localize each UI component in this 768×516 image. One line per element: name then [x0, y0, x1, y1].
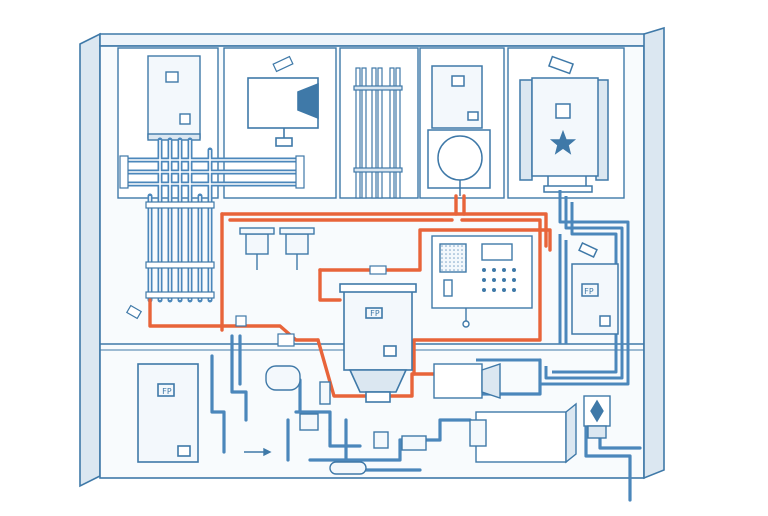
- control-box-top-left: [147, 55, 201, 141]
- diamond-icon: [590, 399, 604, 423]
- vertical-conduits: [353, 67, 403, 199]
- blue-pipe-bundle-outline: [124, 140, 300, 300]
- star-icon: [549, 129, 577, 155]
- gauge-unit: [427, 65, 491, 196]
- lower-left-cabinet: FP: [137, 363, 199, 463]
- main-tank: FP: [339, 283, 417, 403]
- upper-right-panel-label: FP: [584, 287, 594, 296]
- red-pipe-network: [148, 194, 552, 398]
- right-cabinet: FP: [571, 241, 619, 335]
- red-pipe-fittings: [235, 265, 387, 347]
- valve-pair: [239, 227, 315, 270]
- control-panel: [431, 235, 533, 328]
- monitor-screen: [247, 77, 319, 147]
- lower-left-cabinet-label: FP: [162, 387, 172, 396]
- lower-components: [265, 363, 611, 475]
- arrow-icon: [244, 447, 272, 457]
- main-tank-label: FP: [370, 309, 380, 318]
- gauge-icon: [437, 135, 483, 181]
- tag-icon: [272, 55, 294, 73]
- star-panel: [519, 55, 609, 193]
- pipe-couplings-left: [119, 155, 305, 320]
